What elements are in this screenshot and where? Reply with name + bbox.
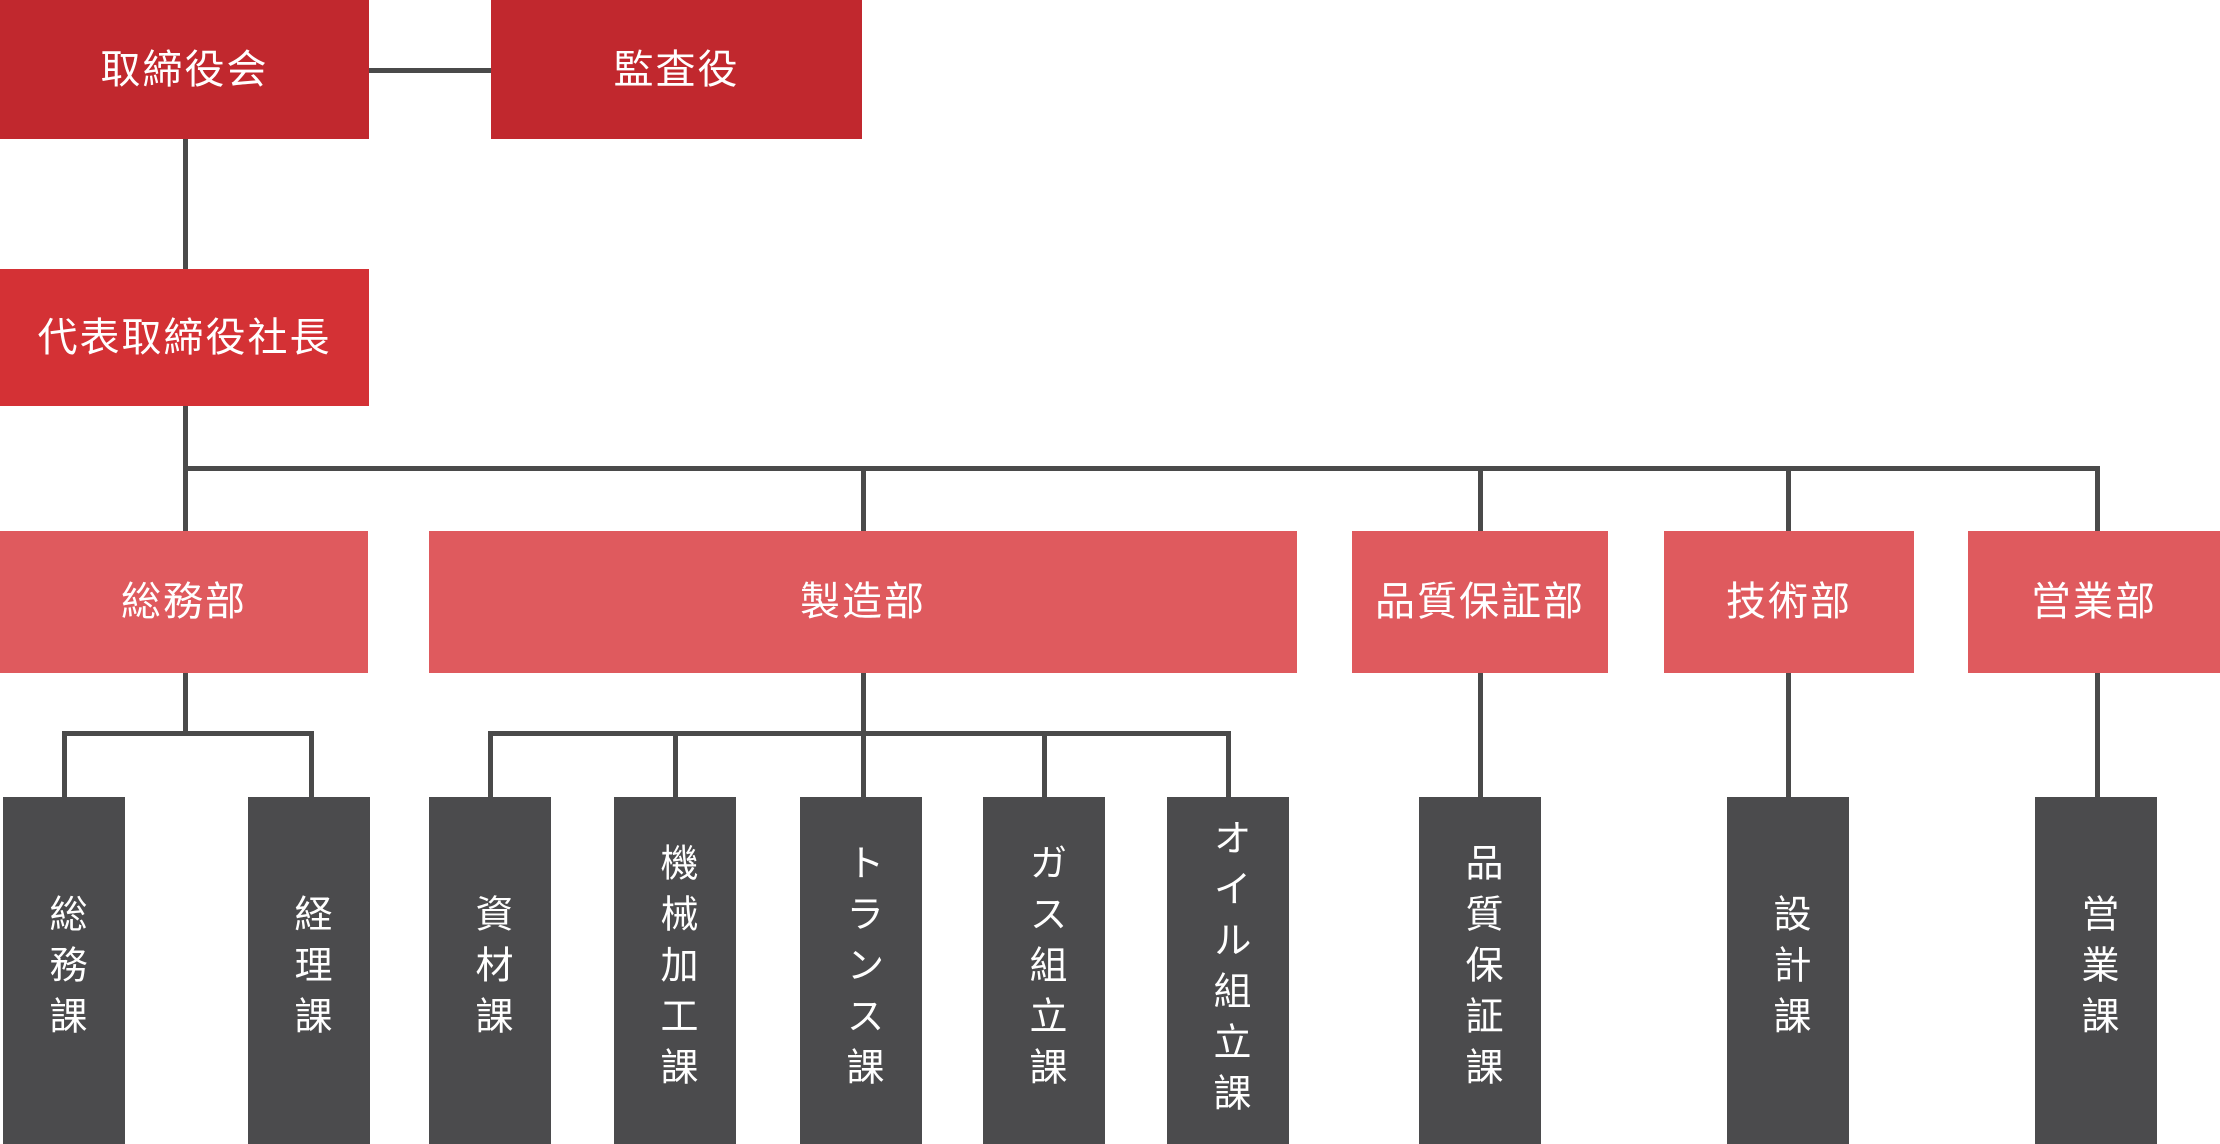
node-president: 代表取締役社長: [0, 269, 369, 406]
node-quality-assurance-section: 品質保証課: [1419, 797, 1541, 1144]
connector-drop-quality-assurance: [1478, 466, 1483, 531]
connector-board-president: [183, 139, 188, 269]
connector-drop-sales: [2095, 466, 2100, 531]
connector-design-section: [1786, 673, 1791, 797]
node-sales-section: 営業課: [2035, 797, 2157, 1144]
section-label: 総務課: [43, 894, 85, 1047]
section-label: オイル組立課: [1207, 817, 1249, 1124]
section-label: 経理課: [288, 894, 330, 1047]
node-accounting-section: 経理課: [248, 797, 370, 1144]
node-transformer-section: トランス課: [800, 797, 922, 1144]
node-engineering-dept: 技術部: [1664, 531, 1914, 673]
section-label: 設計課: [1767, 894, 1809, 1047]
connector-drop-materials-section: [488, 731, 493, 797]
connector-drop-accounting-section: [309, 731, 314, 797]
connector-distribution-line: [183, 466, 2100, 471]
node-machining-section: 機械加工課: [614, 797, 736, 1144]
node-design-section: 設計課: [1727, 797, 1849, 1144]
connector-quality-assurance-section: [1478, 673, 1483, 797]
connector-drop-transformer-section: [861, 731, 866, 797]
connector-general-affairs-stem: [183, 673, 188, 736]
connector-board-auditor: [369, 68, 491, 73]
node-oil-assembly-section: オイル組立課: [1167, 797, 1289, 1144]
connector-drop-manufacturing: [861, 466, 866, 531]
section-label: 資材課: [469, 894, 511, 1047]
node-manufacturing-dept: 製造部: [429, 531, 1297, 673]
section-label: 営業課: [2075, 894, 2117, 1047]
node-general-affairs-section: 総務課: [3, 797, 125, 1144]
node-board-of-directors: 取締役会: [0, 0, 369, 139]
node-gas-assembly-section: ガス組立課: [983, 797, 1105, 1144]
connector-drop-engineering: [1786, 466, 1791, 531]
connector-manufacturing-branch: [488, 731, 1231, 736]
connector-manufacturing-stem: [861, 673, 866, 736]
connector-sales-section: [2095, 673, 2100, 797]
section-label: 機械加工課: [654, 843, 696, 1098]
connector-drop-machining-section: [673, 731, 678, 797]
connector-general-affairs-branch: [62, 731, 314, 736]
section-label: トランス課: [840, 843, 882, 1098]
node-auditor: 監査役: [491, 0, 862, 139]
connector-drop-gas-assembly-section: [1042, 731, 1047, 797]
node-sales-dept: 営業部: [1968, 531, 2220, 673]
section-label: ガス組立課: [1023, 843, 1065, 1098]
node-general-affairs-dept: 総務部: [0, 531, 368, 673]
node-quality-assurance-dept: 品質保証部: [1352, 531, 1608, 673]
connector-drop-general-affairs-section: [62, 731, 67, 797]
section-label: 品質保証課: [1459, 843, 1501, 1098]
connector-drop-oil-assembly-section: [1226, 731, 1231, 797]
node-materials-section: 資材課: [429, 797, 551, 1144]
